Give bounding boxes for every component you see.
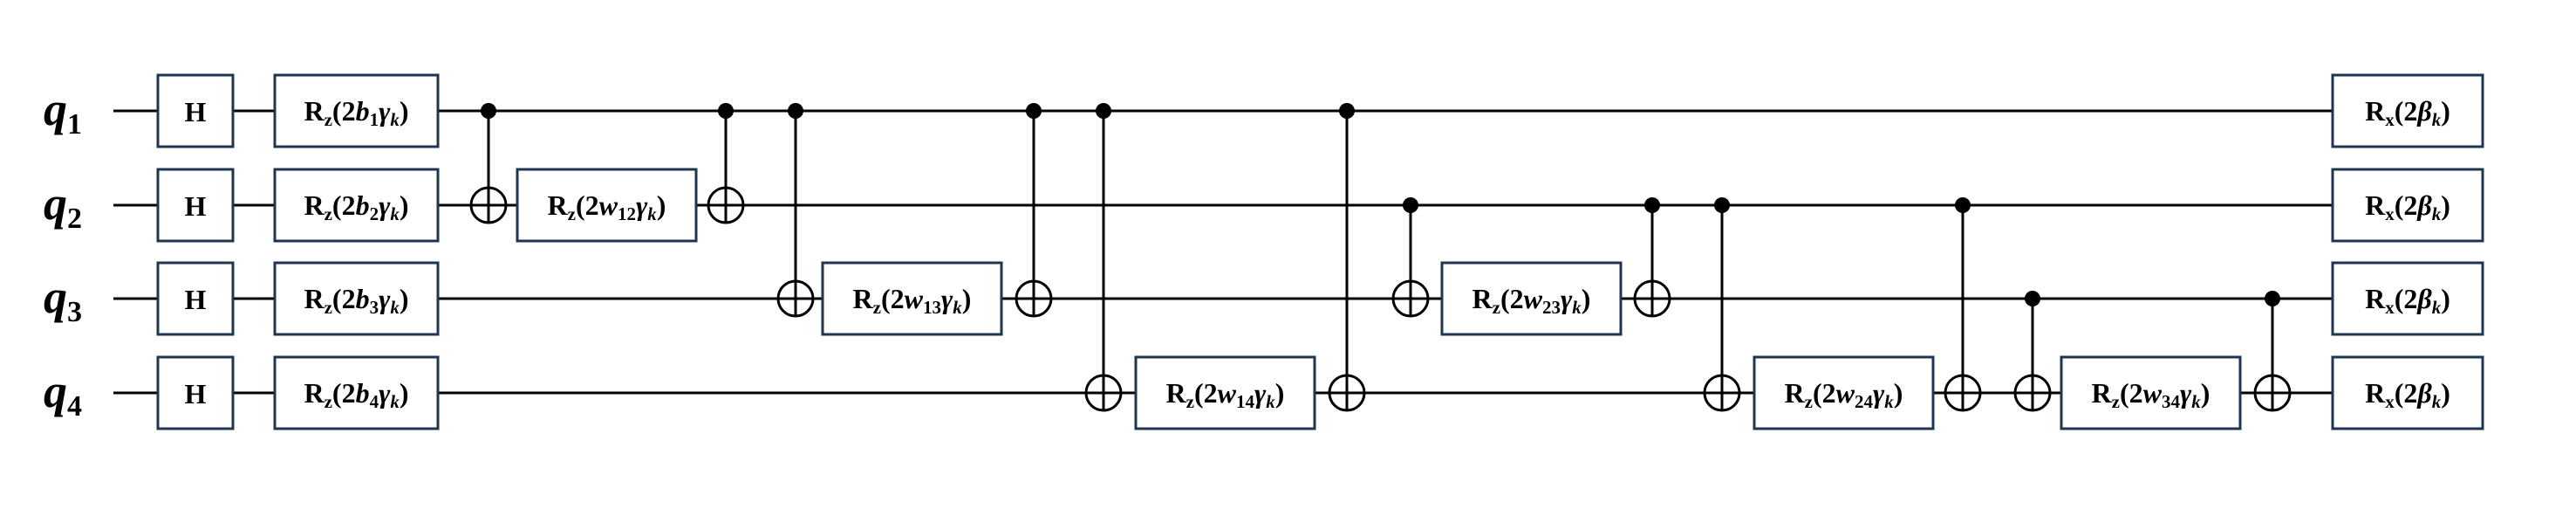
- rx-mixer-gate-q2-box: [2331, 168, 2484, 243]
- hadamard-label: H: [185, 96, 207, 127]
- rz-coupling-gate-q34: Rz(2w34γk): [2060, 355, 2242, 430]
- hadamard-gate-q2: H: [156, 168, 235, 243]
- rz-bias-gate-q2: Rz(2b2γk): [273, 168, 440, 243]
- cnot-q12-b-control-dot: [718, 103, 734, 119]
- rx-mixer-gate-q4-box: [2331, 355, 2484, 430]
- cnot-q14-a-target: [1084, 374, 1123, 412]
- rz-bias-gate-q3-box: [273, 261, 440, 336]
- rz-coupling-gate-q13: Rz(2w13γk): [821, 261, 1003, 336]
- rz-coupling-gate-q23-label: Rz(2w23γk): [1472, 283, 1591, 318]
- rz-coupling-gate-q23-box: [1440, 261, 1623, 336]
- hadamard-gate-q3: H: [156, 261, 235, 336]
- cnot-q23-a-target: [1391, 279, 1430, 318]
- cnot-q24-b-target: [1944, 374, 1982, 412]
- rx-mixer-gate-q1: Rx(2βk): [2331, 73, 2484, 148]
- rz-coupling-gate-q24-label: Rz(2w24γk): [1785, 377, 1903, 412]
- rz-coupling-gate-q23: Rz(2w23γk): [1440, 261, 1623, 336]
- hadamard-label: H: [185, 284, 207, 315]
- cnot-q34-b-target: [2253, 374, 2292, 412]
- rx-mixer-gate-q3: Rx(2βk): [2331, 261, 2484, 336]
- cnot-q12-a-control-dot: [481, 103, 496, 119]
- rz-bias-gate-q4-label: Rz(2b4γk): [304, 377, 408, 412]
- rz-coupling-gate-q12-label: Rz(2w12γk): [548, 189, 666, 224]
- rz-coupling-gate-q24: Rz(2w24γk): [1753, 355, 1935, 430]
- qubit-label-3: q3: [44, 271, 82, 328]
- hadamard-label: H: [185, 378, 207, 409]
- cnot-q12-a-target: [469, 186, 508, 224]
- rx-mixer-gate-q2: Rx(2βk): [2331, 168, 2484, 243]
- rz-coupling-gate-q34-label: Rz(2w34γk): [2092, 377, 2210, 412]
- cnot-q14-a-control-dot: [1096, 103, 1111, 119]
- rz-bias-gate-q1: Rz(2b1γk): [273, 73, 440, 148]
- rz-coupling-gate-q34-box: [2060, 355, 2242, 430]
- qubit-label-2: q2: [44, 177, 82, 235]
- rz-coupling-gate-q13-box: [821, 261, 1003, 336]
- hadamard-gate-q4: H: [156, 355, 235, 430]
- cnot-q14-b-control-dot: [1339, 103, 1355, 119]
- cnot-q34-a-control-dot: [2025, 291, 2040, 306]
- qubit-label-4: q4: [44, 365, 82, 423]
- hadamard-label: H: [185, 190, 207, 222]
- cnot-q13-a-control-dot: [788, 103, 803, 119]
- rz-coupling-gate-q14: Rz(2w14γk): [1134, 355, 1316, 430]
- rz-bias-gate-q1-label: Rz(2b1γk): [304, 95, 408, 130]
- rz-coupling-gate-q12: Rz(2w12γk): [516, 168, 698, 243]
- rz-bias-gate-q3-label: Rz(2b3γk): [304, 283, 408, 318]
- cnot-q14-b-target: [1328, 374, 1366, 412]
- cnot-q24-b-control-dot: [1955, 197, 1971, 213]
- cnot-q13-a-target: [776, 279, 815, 318]
- cnot-q23-b-target: [1633, 279, 1671, 318]
- rz-coupling-gate-q14-box: [1134, 355, 1316, 430]
- rz-bias-gate-q3: Rz(2b3γk): [273, 261, 440, 336]
- rz-coupling-gate-q24-box: [1753, 355, 1935, 430]
- rz-coupling-gate-q13-label: Rz(2w13γk): [853, 283, 972, 318]
- cnot-q24-a-target: [1703, 374, 1741, 412]
- rz-bias-gate-q2-label: Rz(2b2γk): [304, 189, 408, 224]
- rz-coupling-gate-q14-label: Rz(2w14γk): [1166, 377, 1285, 412]
- rz-bias-gate-q4: Rz(2b4γk): [273, 355, 440, 430]
- cnot-q13-b-target: [1015, 279, 1053, 318]
- rz-bias-gate-q2-box: [273, 168, 440, 243]
- cnot-q23-b-control-dot: [1644, 197, 1660, 213]
- rx-mixer-gate-q3-box: [2331, 261, 2484, 336]
- rz-bias-gate-q4-box: [273, 355, 440, 430]
- cnot-q13-b-control-dot: [1026, 103, 1042, 119]
- rx-mixer-gate-q4: Rx(2βk): [2331, 355, 2484, 430]
- rx-mixer-gate-q3-label: Rx(2βk): [2365, 283, 2450, 318]
- qubit-label-1: q1: [44, 83, 82, 141]
- rz-coupling-gate-q12-box: [516, 168, 698, 243]
- cnot-q12-b-target: [707, 186, 745, 224]
- cnot-q23-a-control-dot: [1403, 197, 1418, 213]
- rx-mixer-gate-q1-box: [2331, 73, 2484, 148]
- hadamard-gate-q1: H: [156, 73, 235, 148]
- rx-mixer-gate-q1-label: Rx(2βk): [2365, 95, 2450, 130]
- cnot-q24-a-control-dot: [1714, 197, 1730, 213]
- rx-mixer-gate-q2-label: Rx(2βk): [2365, 189, 2450, 224]
- rx-mixer-gate-q4-label: Rx(2βk): [2365, 377, 2450, 412]
- rz-bias-gate-q1-box: [273, 73, 440, 148]
- cnot-q34-a-target: [2013, 374, 2052, 412]
- cnot-q34-b-control-dot: [2265, 291, 2280, 306]
